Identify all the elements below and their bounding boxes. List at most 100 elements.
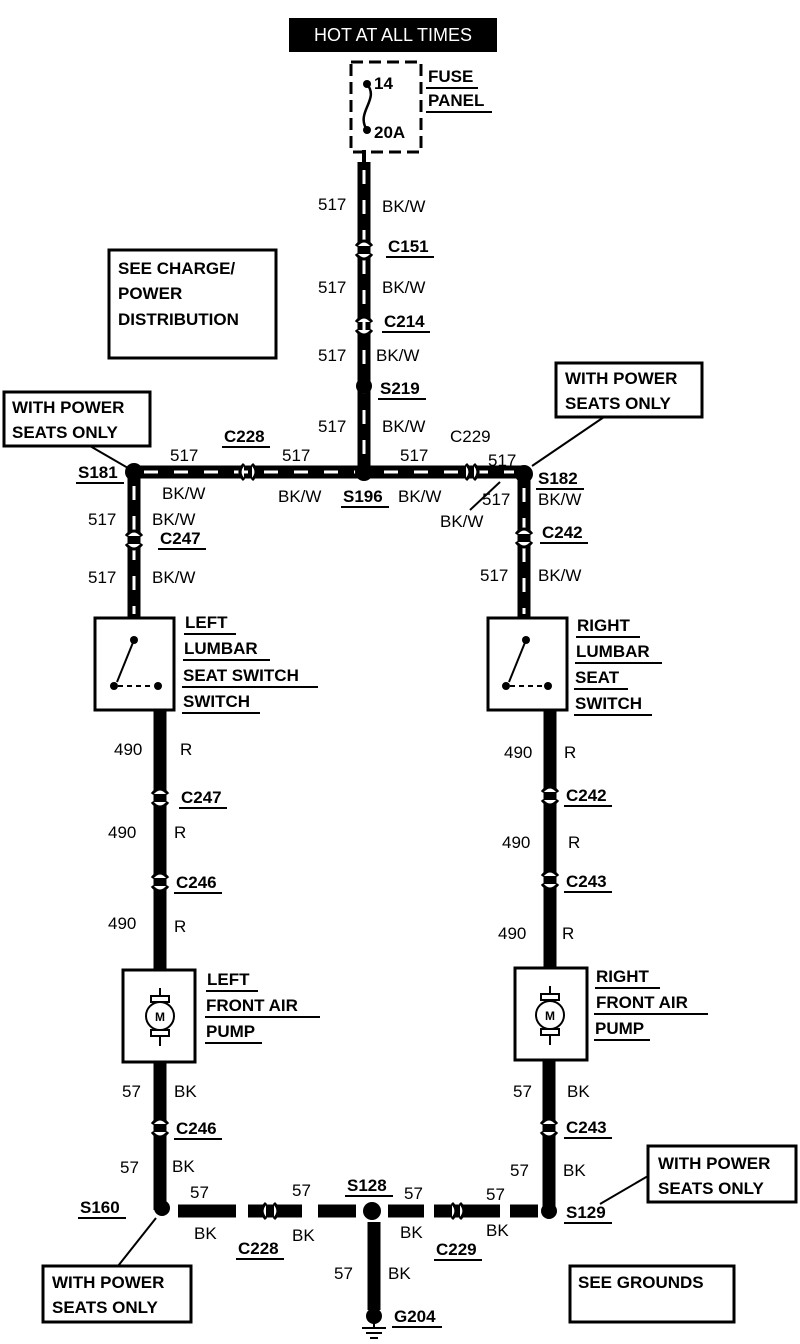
wire-label-517-j: 517: [88, 510, 116, 529]
hot-at-all-times-banner: [289, 18, 497, 52]
wire-label-57-i: 57: [334, 1264, 353, 1283]
wire-label-57-b: 57: [120, 1158, 139, 1177]
connector-c247-bottom-label: C247: [181, 788, 222, 807]
power-seats-right-top-line-1: WITH POWER: [565, 369, 677, 388]
wire-label-57-d: 57: [510, 1161, 529, 1180]
wire-label-517-i: 517: [482, 490, 510, 509]
left-motor-brush-bottom: [150, 1029, 170, 1037]
connector-c242-bottom-label: C242: [566, 786, 607, 805]
wire-label-57-a: 57: [122, 1082, 141, 1101]
right-switch-label-1: RIGHT: [577, 616, 631, 635]
connector-c247-top-icon: [124, 529, 144, 551]
fuse-element-icon: [362, 83, 373, 131]
left-pump-label-3: PUMP: [206, 1022, 255, 1041]
splice-s129-label: S129: [566, 1203, 606, 1222]
right-switch-label-3: SEAT: [575, 668, 620, 687]
wire-label-517-c: 517: [318, 346, 346, 365]
fuse-rating: 20A: [374, 123, 405, 142]
connector-c151-label: C151: [388, 237, 429, 256]
fuse-label-1: FUSE: [428, 67, 473, 86]
power-seats-right-bottom-line-1: WITH POWER: [658, 1154, 770, 1173]
wire-color-bkw-f: BK/W: [278, 487, 321, 506]
see-charge-line-2: POWER: [118, 284, 182, 303]
see-charge-line-3: DISTRIBUTION: [118, 310, 239, 329]
wire-label-517-f: 517: [282, 446, 310, 465]
power-seats-right-bottom-line-2: SEATS ONLY: [658, 1179, 764, 1198]
wire-color-bkw-h: BK/W: [538, 490, 581, 509]
power-seats-left-bottom-line-1: WITH POWER: [52, 1273, 164, 1292]
wire-label-490-a: 490: [114, 740, 142, 759]
see-grounds-box: [568, 1264, 736, 1324]
connector-c214-label: C214: [384, 312, 425, 331]
wire-color-r-b: R: [174, 823, 186, 842]
wire-color-bkw-j: BK/W: [152, 510, 195, 529]
fuse-label-2: PANEL: [428, 91, 484, 110]
connector-c246-top-icon: [150, 871, 170, 893]
power-seats-note-left-bottom: [41, 1264, 193, 1324]
wire-color-bk-g: BK: [400, 1223, 423, 1242]
right-switch-blade-icon: [508, 639, 527, 683]
wire-color-r-c: R: [174, 917, 186, 936]
right-switch-contact-left: [502, 682, 510, 690]
wire-label-517-a: 517: [318, 195, 346, 214]
right-lumbar-switch-box: [486, 616, 569, 712]
right-pump-label-1: RIGHT: [596, 967, 650, 986]
wire-color-bkw-g: BK/W: [398, 487, 441, 506]
right-switch-label-2: LUMBAR: [576, 642, 650, 661]
connector-c243-bottom-label: C243: [566, 1118, 607, 1137]
left-pump-label-2: FRONT AIR: [206, 996, 298, 1015]
wire-label-517-d: 517: [318, 417, 346, 436]
wire-color-r-d: R: [564, 743, 576, 762]
left-switch-label-1: LEFT: [185, 613, 228, 632]
right-motor-brush-top: [540, 993, 560, 1001]
power-seats-left-top-line-2: SEATS ONLY: [12, 423, 118, 442]
wire-color-bkw-k: BK/W: [152, 568, 195, 587]
right-switch-contact-right: [544, 682, 552, 690]
connector-c229-top-icon: [464, 462, 480, 482]
left-switch-label-2: LUMBAR: [184, 639, 258, 658]
see-grounds-label: SEE GROUNDS: [578, 1273, 704, 1292]
wire-color-bkw-a: BK/W: [382, 197, 425, 216]
wire-color-bk-a: BK: [174, 1082, 197, 1101]
wire-label-517-g: 517: [400, 446, 428, 465]
pointer-arrow-right-bottom: [599, 1175, 649, 1205]
wire-label-517-h: 517: [488, 451, 516, 470]
wire-label-57-f: 57: [292, 1181, 311, 1200]
wire-color-r-f: R: [562, 924, 574, 943]
wire-color-bk-b: BK: [172, 1157, 195, 1176]
hot-at-all-times-text: HOT AT ALL TIMES: [314, 25, 472, 45]
right-motor-brush-bottom: [540, 1028, 560, 1036]
connector-c247-top-label: C247: [160, 529, 201, 548]
pointer-arrow-left-top: [89, 445, 129, 469]
fuse-panel-box: [349, 60, 423, 154]
left-switch-label-3: SEAT SWITCH: [183, 666, 299, 685]
left-pump-label-1: LEFT: [207, 970, 250, 989]
wire-label-490-b: 490: [108, 823, 136, 842]
wire-label-490-d: 490: [504, 743, 532, 762]
connector-c228-bottom-icon: [260, 1201, 280, 1221]
wire-label-517-b: 517: [318, 278, 346, 297]
splice-s181-label: S181: [78, 463, 118, 482]
pointer-arrow-left-bottom: [117, 1217, 157, 1267]
pointer-arrow-right-top: [531, 416, 605, 467]
connector-c229-bottom-label: C229: [436, 1240, 477, 1259]
left-switch-contact-right: [154, 682, 162, 690]
splice-s128-icon: [363, 1202, 381, 1220]
wire-label-517-l: 517: [480, 566, 508, 585]
splice-s219-icon: [356, 378, 372, 394]
power-seats-right-top-line-2: SEATS ONLY: [565, 394, 671, 413]
fuse-number: 14: [374, 74, 393, 93]
wire-color-bkw-l: BK/W: [538, 566, 581, 585]
right-pump-label-2: FRONT AIR: [596, 993, 688, 1012]
wire-label-57-e: 57: [190, 1183, 209, 1202]
connector-c151-icon: [354, 239, 374, 261]
wire-color-r-e: R: [568, 833, 580, 852]
splice-s160-label: S160: [80, 1198, 120, 1217]
connector-c243-top-label: C243: [566, 872, 607, 891]
connector-c242-top-label: C242: [542, 523, 583, 542]
wire-color-bk-h: BK: [486, 1221, 509, 1240]
wire-color-bkw-b: BK/W: [382, 278, 425, 297]
connector-c246-top-label: C246: [176, 873, 217, 892]
